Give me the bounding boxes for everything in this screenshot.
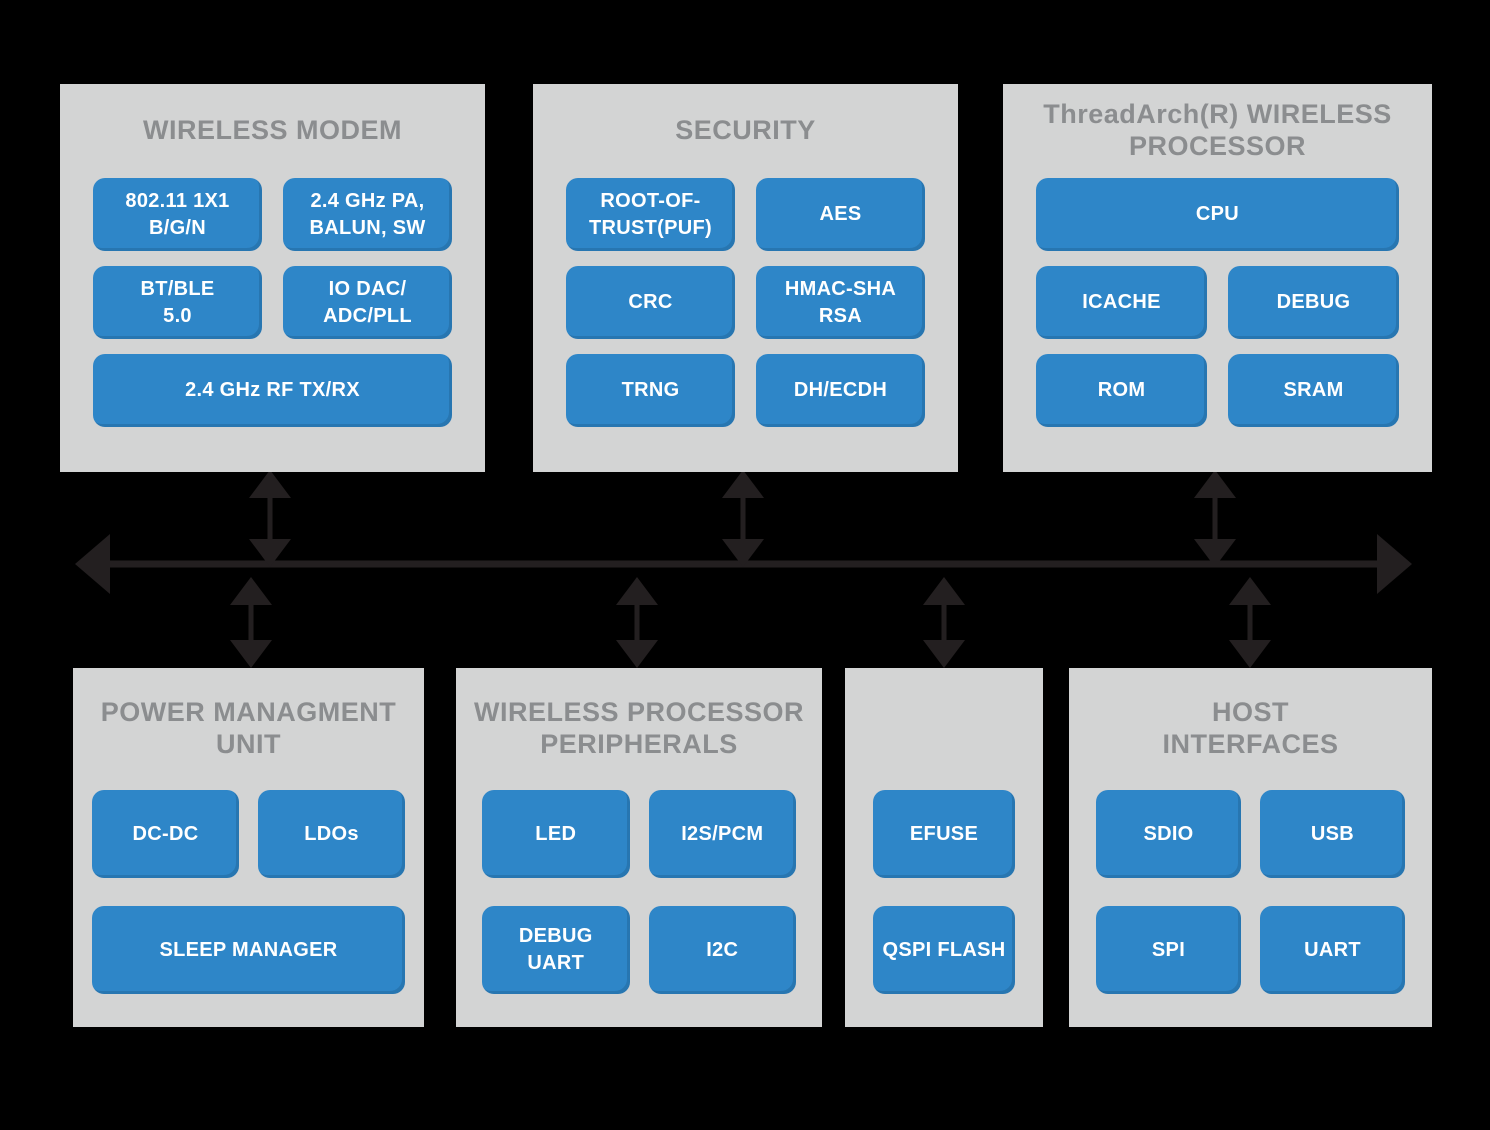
panel-threadarch-wireless-processor: ThreadArch(R) WIRELESS PROCESSOR CPU ICA… [1003,84,1432,472]
panel-title-wireless-processor-peripherals: WIRELESS PROCESSOR PERIPHERALS [473,697,805,759]
arrow-wireless-modem-bus [249,470,291,567]
block-efuse: EFUSE [873,790,1015,878]
block-24ghz-pa-balun-sw: 2.4 GHz PA, BALUN, SW [283,178,452,251]
bus-left-arrowhead [75,534,110,594]
block-hmac-sha-rsa: HMAC-SHA RSA [756,266,925,339]
panel-title-host-interfaces: HOST INTERFACES [1162,697,1339,759]
panel-power-management-unit: POWER MANAGMENT UNIT DC-DC LDOs SLEEP MA… [73,668,424,1027]
block-i2s-pcm: I2S/PCM [648,790,796,878]
arrow-bus-efuse [923,577,965,668]
panel-security: SECURITY ROOT-OF- TRUST(PUF) AES CRC HMA… [533,84,958,472]
panel-wireless-processor-peripherals: WIRELESS PROCESSOR PERIPHERALS LED I2S/P… [456,668,822,1027]
block-80211-1x1-bgn: 802.11 1X1 B/G/N [93,178,262,251]
arrow-bus-peripherals [616,577,658,668]
block-spi: SPI [1096,906,1241,994]
block-dc-dc: DC-DC [92,790,239,878]
block-qspi-flash: QSPI FLASH [873,906,1015,994]
panel-efuse-qspi-flash: EFUSE QSPI FLASH [845,668,1043,1027]
arrow-bus-power-management [230,577,272,668]
block-root-of-trust-puf: ROOT-OF- TRUST(PUF) [566,178,735,251]
block-sram: SRAM [1228,354,1399,427]
block-ldos: LDOs [258,790,405,878]
block-sdio: SDIO [1096,790,1241,878]
block-rom: ROM [1036,354,1207,427]
arrow-wireless-processor-bus [1194,470,1236,567]
block-led: LED [482,790,630,878]
block-debug-uart: DEBUG UART [482,906,630,994]
block-usb: USB [1260,790,1405,878]
bus-right-arrowhead [1377,534,1412,594]
panel-title-wireless-modem: WIRELESS MODEM [142,115,402,146]
panel-title-power-management-unit: POWER MANAGMENT UNIT [100,697,397,759]
panel-title-threadarch-wireless-processor: ThreadArch(R) WIRELESS PROCESSOR [1043,99,1392,161]
block-sleep-manager: SLEEP MANAGER [92,906,405,994]
block-aes: AES [756,178,925,251]
block-24ghz-rf-tx-rx: 2.4 GHz RF TX/RX [93,354,452,427]
block-uart: UART [1260,906,1405,994]
block-cpu: CPU [1036,178,1399,251]
panel-title-efuse-qspi-flash [845,668,1043,790]
panel-title-security: SECURITY [675,115,816,146]
panel-wireless-modem: WIRELESS MODEM 802.11 1X1 B/G/N 2.4 GHz … [60,84,485,472]
system-bus [75,534,1412,594]
arrow-security-bus [722,470,764,567]
block-io-dac-adc-pll: IO DAC/ ADC/PLL [283,266,452,339]
block-icache: ICACHE [1036,266,1207,339]
block-trng: TRNG [566,354,735,427]
panel-host-interfaces: HOST INTERFACES SDIO USB SPI UART [1069,668,1432,1027]
arrow-bus-host-interfaces [1229,577,1271,668]
block-i2c: I2C [648,906,796,994]
block-crc: CRC [566,266,735,339]
block-bt-ble-50: BT/BLE 5.0 [93,266,262,339]
block-dh-ecdh: DH/ECDH [756,354,925,427]
block-debug: DEBUG [1228,266,1399,339]
